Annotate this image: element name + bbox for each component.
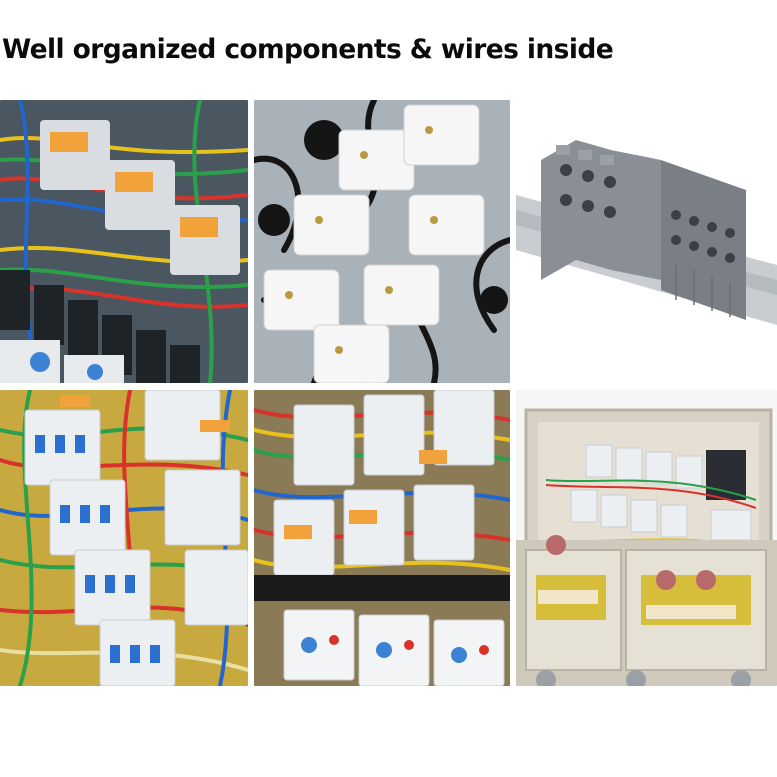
photo-bundled-wires [254,390,510,686]
photo-circuit-breakers [0,390,248,686]
photo-gallery [0,100,777,686]
photo-terminal-block [516,100,777,383]
photo-breakers-relays [0,100,248,383]
photo-relay-modules [254,100,510,383]
page-headline: Well organized components & wires inside [2,34,614,65]
photo-distribution-box [516,390,777,686]
